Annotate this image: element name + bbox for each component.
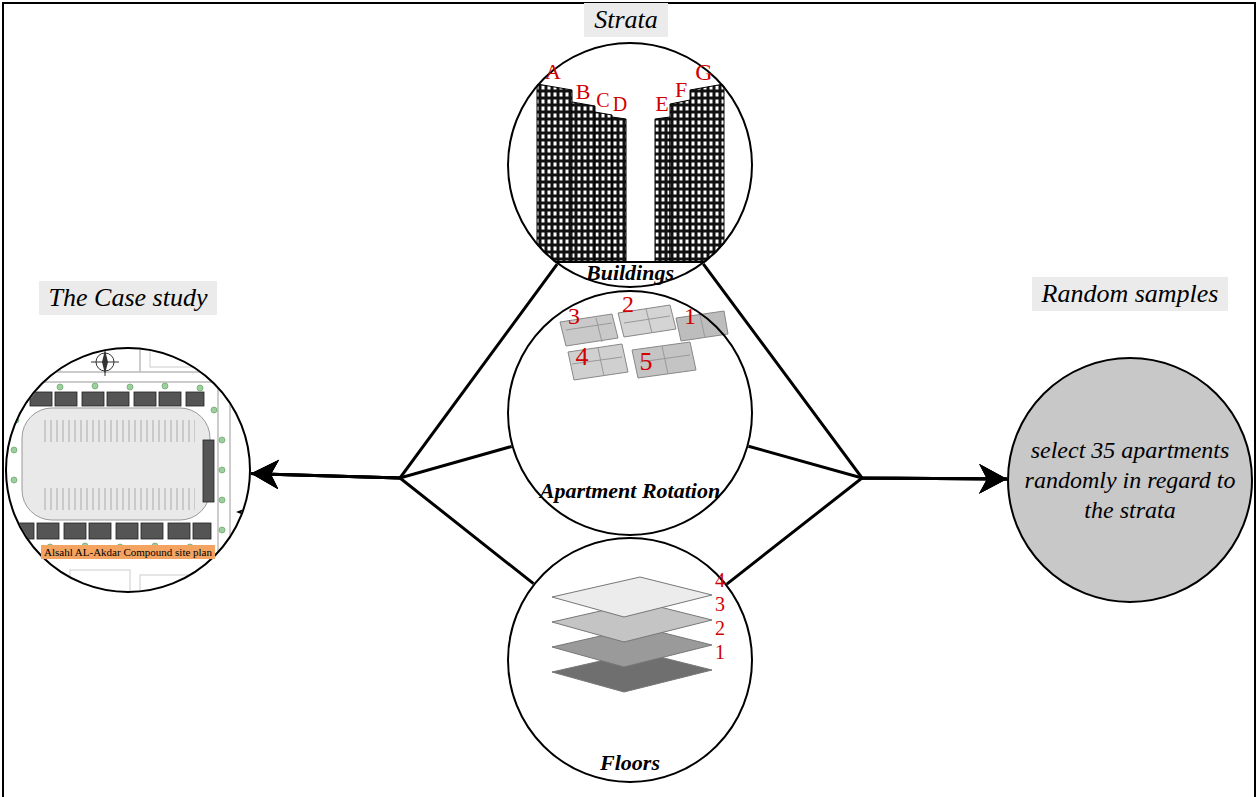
callout-number: D <box>613 93 627 116</box>
circle-caption: Apartment Rotation <box>540 478 720 504</box>
section-heading: Random samples <box>1032 277 1229 311</box>
callout-number: C <box>596 89 609 112</box>
frame <box>3 3 1255 797</box>
callout-number: F <box>675 77 687 103</box>
case-study-circle: The Case studyAlsahl AL-Akdar Compound s… <box>5 347 251 593</box>
sample-description: select 35 apartments randomly in regard … <box>1017 435 1243 525</box>
buildings-circle: Buildings <box>507 42 753 288</box>
callout-number: A <box>545 59 561 85</box>
callout-number: 1 <box>684 303 696 330</box>
callout-number: 4 <box>715 569 725 592</box>
random-samples-circle: Random samplesselect 35 apartments rando… <box>1007 357 1253 603</box>
site-plan-tag: Alsahl AL-Akdar Compound site plan <box>41 545 215 559</box>
apartment-rotation-circle: Apartment Rotation <box>507 290 753 536</box>
connector-arrow <box>251 474 534 584</box>
callout-number: 2 <box>622 291 634 318</box>
callout-number: E <box>655 91 668 117</box>
callout-number: 3 <box>568 303 580 330</box>
callout-number: 4 <box>576 342 589 372</box>
connector-arrow <box>703 264 1007 479</box>
circle-caption: Buildings <box>586 260 674 286</box>
connector-arrow <box>251 264 557 478</box>
circle-caption: Floors <box>600 750 660 776</box>
site-plan <box>0 340 260 600</box>
callout-number: 1 <box>715 641 725 664</box>
callout-number: 3 <box>715 593 725 616</box>
apartment-plans <box>560 305 728 380</box>
connector-arrow <box>727 478 1007 584</box>
section-heading: The Case study <box>39 281 218 315</box>
section-heading: Strata <box>584 3 668 37</box>
buildings-illustration <box>500 84 760 302</box>
callout-number: G <box>695 59 712 86</box>
connector-arrow <box>748 446 1007 479</box>
callout-number: 5 <box>640 347 653 377</box>
callout-number: 2 <box>715 617 725 640</box>
callout-number: B <box>576 79 591 105</box>
floor-layers <box>552 577 712 692</box>
